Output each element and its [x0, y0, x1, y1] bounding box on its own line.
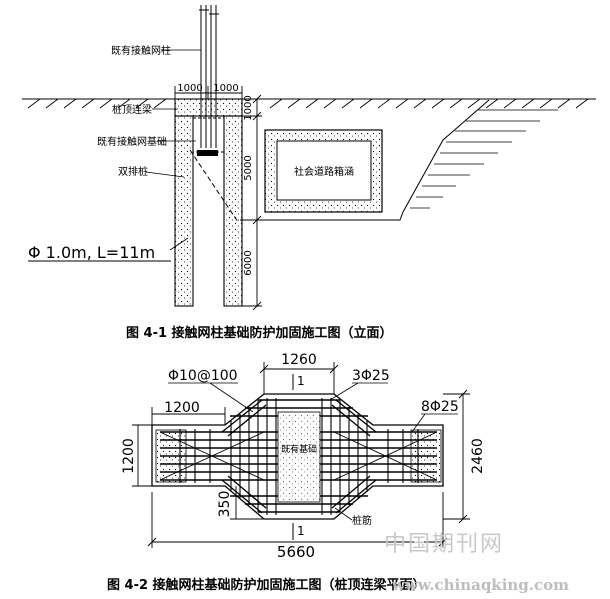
dim-depth-upper: 5000 — [243, 155, 254, 180]
label-center: 既有基础 — [281, 443, 317, 455]
excavation-slope — [189, 99, 558, 223]
dim-total-height: 2460 — [470, 438, 486, 474]
top-beam — [174, 98, 243, 117]
label-existing-foundation: 既有接触网基础 — [97, 135, 167, 148]
dim-beam-height: 1000 — [243, 95, 254, 120]
label-double-pile: 双排桩 — [118, 165, 148, 178]
foundation-base — [197, 150, 218, 156]
left-pile — [174, 115, 194, 307]
pile-frame — [174, 98, 243, 307]
dim-top-width: 1260 — [281, 352, 317, 368]
figure2-plan: 既有基础 1 1 — [121, 352, 486, 561]
underpass-box-culvert: 社会道路箱涵 — [264, 129, 383, 213]
dim-total-length: 5660 — [277, 543, 315, 561]
figure2-caption: 图 4-2 接触网柱基础防护加固施工图（桩顶连梁平面） — [107, 578, 426, 593]
label-pile-spec: Φ 1.0m, L=11m — [28, 243, 155, 262]
label-side-bars: 8Φ25 — [421, 399, 459, 415]
ground-line — [22, 98, 596, 109]
figure1-caption: 图 4-1 接触网柱基础防护加固施工图（立面） — [126, 326, 393, 341]
figure1-elevation: 社会道路箱涵 1000 5000 6000 1000 1000 — [22, 5, 596, 311]
dim-top-left: 1000 — [177, 83, 202, 94]
section-mark-bottom: 1 — [297, 524, 305, 538]
dim-depth-lower: 6000 — [243, 250, 254, 275]
rebar-grid — [159, 398, 438, 515]
existing-foundation — [192, 117, 225, 153]
underpass-label: 社会道路箱涵 — [294, 165, 354, 178]
dim-end-length: 1200 — [164, 400, 200, 416]
vertical-dimensions — [242, 94, 262, 311]
foundation-fill — [278, 412, 320, 502]
label-existing-pole: 既有接触网柱 — [111, 44, 171, 57]
label-top-beam: 桩顶连梁 — [112, 103, 152, 116]
leader-lines — [145, 49, 201, 251]
label-top-bars: 3Φ25 — [352, 368, 390, 384]
existing-pole — [199, 5, 219, 148]
watermark-title: 中国期刊网 — [384, 532, 505, 557]
plan-leaders — [168, 382, 458, 521]
dim-top-right: 1000 — [213, 83, 238, 94]
label-stirrup: Φ10@100 — [168, 368, 238, 384]
section-mark-top: 1 — [297, 374, 305, 388]
label-pile-rebar: 桩筋 — [352, 514, 372, 527]
dim-end-height: 1200 — [121, 438, 137, 474]
pile-heads — [155, 429, 442, 483]
top-dimensions — [174, 86, 243, 99]
plan-dimensions — [132, 362, 470, 548]
watermark-url: www.chinaqking.com — [392, 576, 570, 594]
dim-offset: 350 — [217, 491, 233, 518]
right-pile — [223, 115, 243, 307]
